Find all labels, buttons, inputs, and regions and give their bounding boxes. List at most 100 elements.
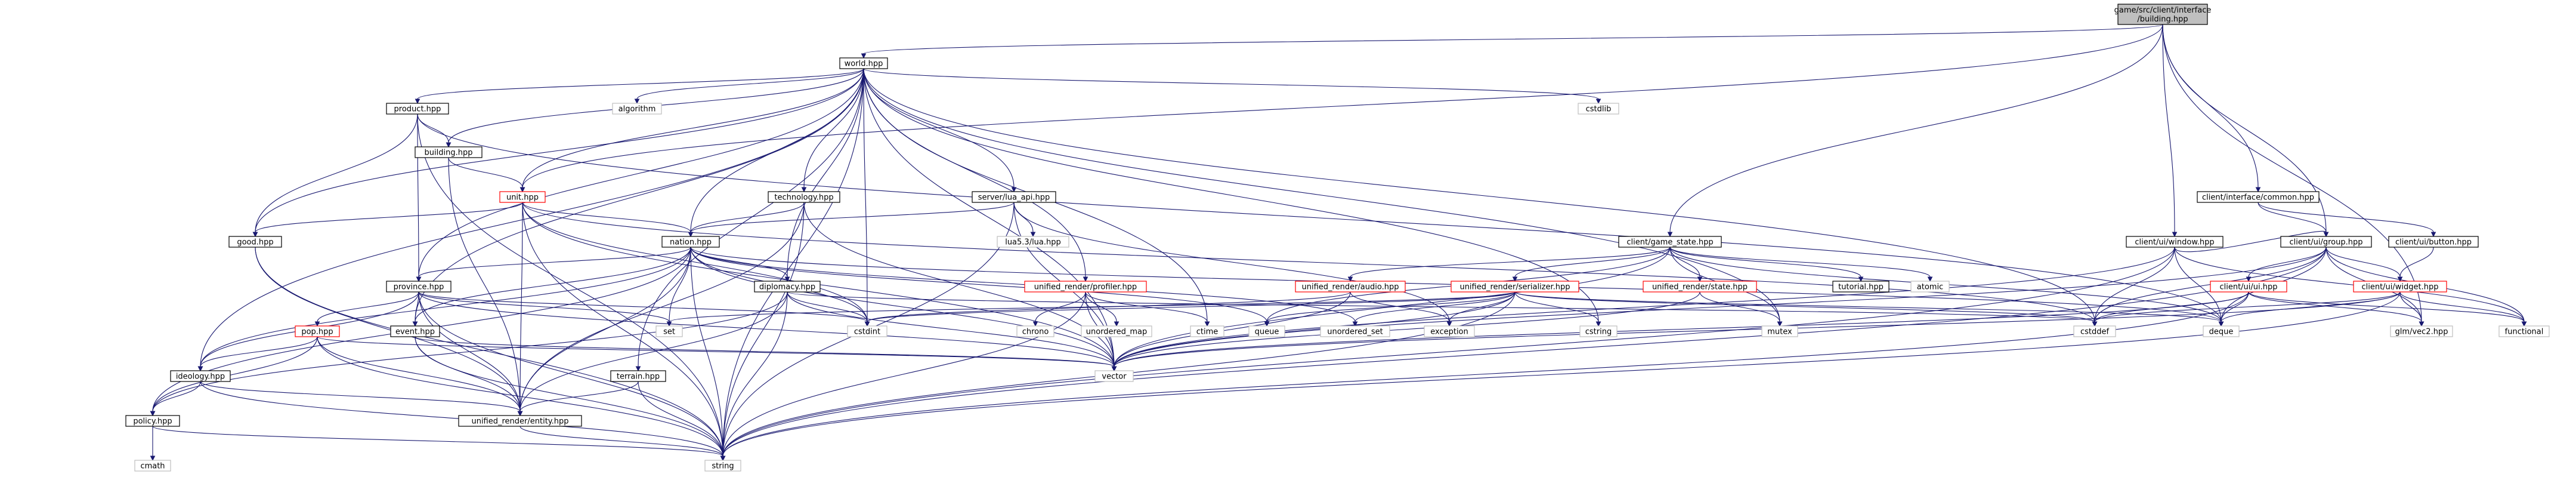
edge-arrowhead: [2218, 321, 2224, 327]
node-box: [2203, 325, 2240, 337]
edge-arrowhead: [1204, 321, 1210, 327]
edge-technology-to-nation: [688, 202, 805, 238]
edge-ui_window-to-ui_group: [2174, 230, 2329, 253]
node-world[interactable]: world.hpp: [839, 57, 888, 69]
node-box: [1618, 236, 1722, 248]
node-event[interactable]: event.hpp: [390, 325, 440, 337]
node-game_state[interactable]: client/game_state.hpp: [1618, 236, 1722, 248]
node-box: [1016, 325, 1054, 337]
node-unit[interactable]: unit.hpp: [499, 191, 546, 203]
edge-ur_profiler-to-ctime: [1085, 291, 1210, 327]
node-root[interactable]: game/src/client/interface/building.hpp: [2114, 4, 2212, 25]
edge-terrain-to-ur_entity: [517, 381, 639, 417]
node-label: unified_render/audio.hpp: [1302, 283, 1399, 292]
edge-province-to-ur_entity: [418, 291, 523, 417]
edge-arrowhead: [1352, 321, 1358, 327]
node-ur_profiler[interactable]: unified_render/profiler.hpp: [1024, 281, 1147, 293]
edge-line: [669, 247, 691, 322]
node-label: cstdint: [854, 328, 880, 337]
node-policy[interactable]: policy.hpp: [125, 415, 180, 427]
edge-line: [863, 68, 868, 322]
edge-arrowhead: [2419, 321, 2425, 327]
edge-line: [418, 291, 670, 322]
node-tutorial[interactable]: tutorial.hpp: [1832, 281, 1890, 293]
node-ur_serializer[interactable]: unified_render/serializer.hpp: [1451, 281, 1579, 293]
edge-line: [1013, 202, 1034, 233]
edge-arrowhead: [150, 411, 156, 417]
node-label-line: province.hpp: [394, 283, 444, 292]
node-ui_ui[interactable]: client/ui/ui.hpp: [2210, 281, 2287, 293]
edge-world-to-algorithm: [634, 68, 864, 104]
node-technology[interactable]: technology.hpp: [768, 191, 840, 203]
node-terrain[interactable]: terrain.hpp: [610, 370, 666, 382]
edge-arrowhead: [1697, 276, 1703, 282]
node-ci_common[interactable]: client/interface/common.hpp: [2197, 191, 2320, 203]
node-label-line: client/ui/ui.hpp: [2219, 283, 2277, 292]
node-label-line: vector: [1102, 373, 1127, 381]
node-pop[interactable]: pop.hpp: [295, 325, 340, 337]
node-label: functional: [2505, 328, 2544, 337]
node-ur_audio[interactable]: unified_render/audio.hpp: [1295, 281, 1406, 293]
edge-line: [417, 113, 419, 278]
edge-line: [690, 247, 1356, 322]
edge-line: [787, 291, 2095, 322]
edge-server_lua-to-lua: [1013, 202, 1036, 238]
edge-arrowhead: [2521, 321, 2527, 327]
edge-unit-to-nation: [522, 202, 694, 238]
node-good[interactable]: good.hpp: [228, 236, 282, 248]
node-label: string: [712, 462, 734, 471]
edge-line: [863, 68, 1015, 188]
edges-layer: [150, 24, 2527, 461]
node-ideology[interactable]: ideology.hpp: [170, 370, 231, 382]
node-label: mutex: [1767, 328, 1792, 337]
edge-world-to-cstdint: [863, 68, 870, 327]
node-box: [2197, 191, 2320, 203]
node-label: cmath: [140, 462, 165, 471]
edge-root-to-world: [861, 24, 2163, 59]
edge-ui_window-to-vector: [1111, 247, 2175, 372]
node-ui_button[interactable]: client/ui/button.hpp: [2388, 236, 2479, 248]
edge-server_lua-to-nation: [688, 202, 1015, 238]
node-box: [612, 103, 662, 115]
edge-nation-to-ideology: [197, 247, 691, 372]
edge-line: [2094, 247, 2175, 322]
node-box: [1578, 103, 1619, 115]
edge-line: [415, 336, 1115, 367]
node-diplomacy[interactable]: diplomacy.hpp: [754, 281, 821, 293]
node-string: string: [704, 460, 741, 472]
edge-event-to-vector: [415, 336, 1117, 372]
edge-arrowhead: [1512, 276, 1518, 282]
edge-line: [669, 291, 1516, 322]
node-province[interactable]: province.hpp: [386, 281, 452, 293]
node-box: [390, 325, 440, 337]
edge-line: [1350, 247, 1671, 278]
node-box: [2280, 236, 2372, 248]
edge-ur_serializer-to-unordered_set: [1352, 291, 1516, 327]
node-label-line: unordered_map: [1086, 328, 1148, 337]
node-box: [134, 460, 171, 472]
edge-ui_ui-to-deque: [2218, 291, 2249, 327]
edge-line: [522, 202, 723, 457]
edge-line: [152, 381, 201, 412]
node-ui_widget[interactable]: client/ui/widget.hpp: [2353, 281, 2447, 293]
edge-game_state-to-vector: [1111, 247, 1671, 372]
node-ui_group[interactable]: client/ui/group.hpp: [2280, 236, 2372, 248]
node-label: unified_render/profiler.hpp: [1034, 283, 1137, 292]
node-label: unified_render/serializer.hpp: [1459, 283, 1570, 292]
edge-line: [1114, 291, 2401, 367]
edge-line: [415, 247, 691, 322]
edge-arrowhead: [416, 276, 422, 282]
node-label: tutorial.hpp: [1838, 283, 1884, 292]
node-ui_window[interactable]: client/ui/window.hpp: [2126, 236, 2224, 248]
node-ur_state[interactable]: unified_render/state.hpp: [1643, 281, 1757, 293]
node-box: [2390, 325, 2453, 337]
edge-line: [255, 113, 418, 233]
edge-line: [787, 291, 868, 322]
node-box: [1910, 281, 1950, 293]
node-server_lua[interactable]: server/lua_api.hpp: [972, 191, 1056, 203]
node-nation[interactable]: nation.hpp: [661, 236, 720, 248]
node-box: [661, 236, 720, 248]
node-ur_entity[interactable]: unified_render/entity.hpp: [458, 415, 582, 427]
node-product[interactable]: product.hpp: [386, 103, 449, 115]
node-building[interactable]: building.hpp: [415, 146, 483, 158]
